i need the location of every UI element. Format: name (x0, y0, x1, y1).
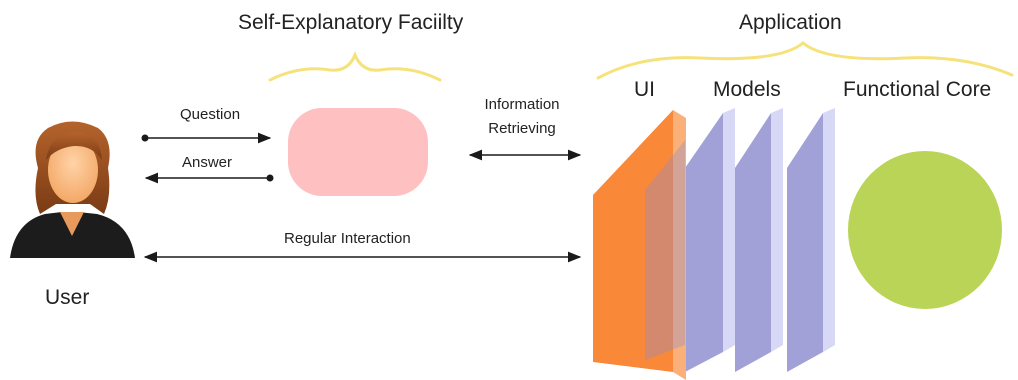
retrieving-label: Retrieving (488, 120, 556, 137)
models-layer-1 (685, 108, 735, 372)
user-avatar-icon (10, 121, 135, 258)
information-label: Information (484, 96, 560, 113)
question-label: Question (180, 106, 241, 123)
application-brace (596, 41, 1014, 80)
application-title: Application (739, 11, 842, 34)
answer-arrow-dot (266, 174, 274, 182)
facility-title: Self-Explanatory Faciilty (238, 11, 464, 34)
ui-label: UI (634, 78, 655, 101)
facility-brace (268, 51, 442, 82)
functional-core-label: Functional Core (843, 78, 992, 101)
ui-layer (593, 110, 686, 380)
models-layer-1-overlap (645, 140, 685, 360)
question-arrow-dot (141, 134, 149, 142)
functional-core-circle (848, 151, 1002, 309)
answer-label: Answer (182, 154, 233, 171)
models-label: Models (713, 78, 781, 101)
regular-interaction-label: Regular Interaction (284, 230, 411, 247)
self-explanatory-facility-box (288, 108, 428, 196)
models-layer-2 (735, 108, 783, 372)
user-label: User (45, 286, 90, 309)
models-layer-3 (787, 108, 835, 372)
